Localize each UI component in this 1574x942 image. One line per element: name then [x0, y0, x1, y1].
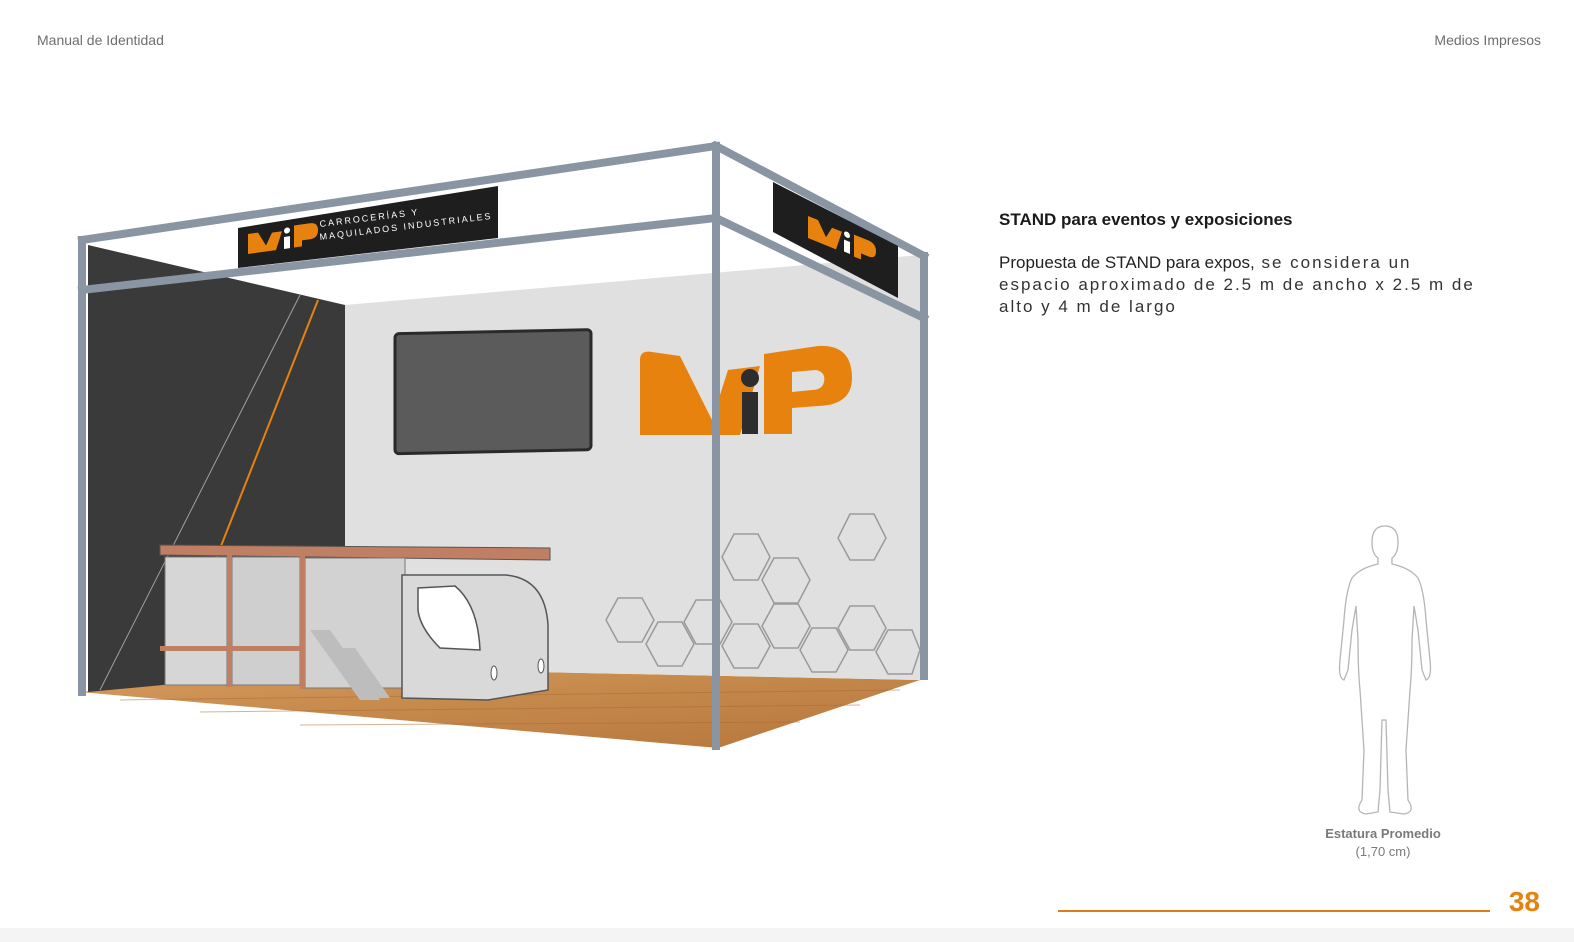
figure-caption-sub: (1,70 cm) — [1355, 844, 1411, 859]
body-rest: se considera un espacio aproximado de 2.… — [999, 253, 1475, 316]
figure-caption-title: Estatura Promedio — [1325, 826, 1441, 841]
wall-logo — [640, 345, 852, 435]
reception-counter — [159, 544, 551, 701]
stand-illustration: CARROCERÍAS Y MAQUILADOS INDUSTRIALES — [77, 140, 930, 750]
page-number: 38 — [1508, 886, 1540, 917]
tv-screen — [393, 328, 593, 456]
section-heading: STAND para eventos y exposiciones — [999, 210, 1293, 229]
stand-floor — [80, 668, 920, 748]
truss-frame — [77, 140, 930, 750]
header-left: Manual de Identidad — [37, 32, 164, 48]
stand-description: STAND para eventos y exposiciones Propue… — [999, 210, 1489, 318]
body-lead: Propuesta de STAND para expos, — [999, 253, 1255, 272]
section-body: Propuesta de STAND para expos, se consid… — [999, 252, 1489, 318]
top-banner-side — [773, 182, 898, 298]
footer-band — [0, 928, 1574, 942]
human-silhouette — [1338, 525, 1432, 815]
top-banner-front: CARROCERÍAS Y MAQUILADOS INDUSTRIALES — [238, 186, 498, 268]
footer-rule — [1058, 910, 1490, 912]
header-right: Medios Impresos — [1434, 32, 1541, 48]
